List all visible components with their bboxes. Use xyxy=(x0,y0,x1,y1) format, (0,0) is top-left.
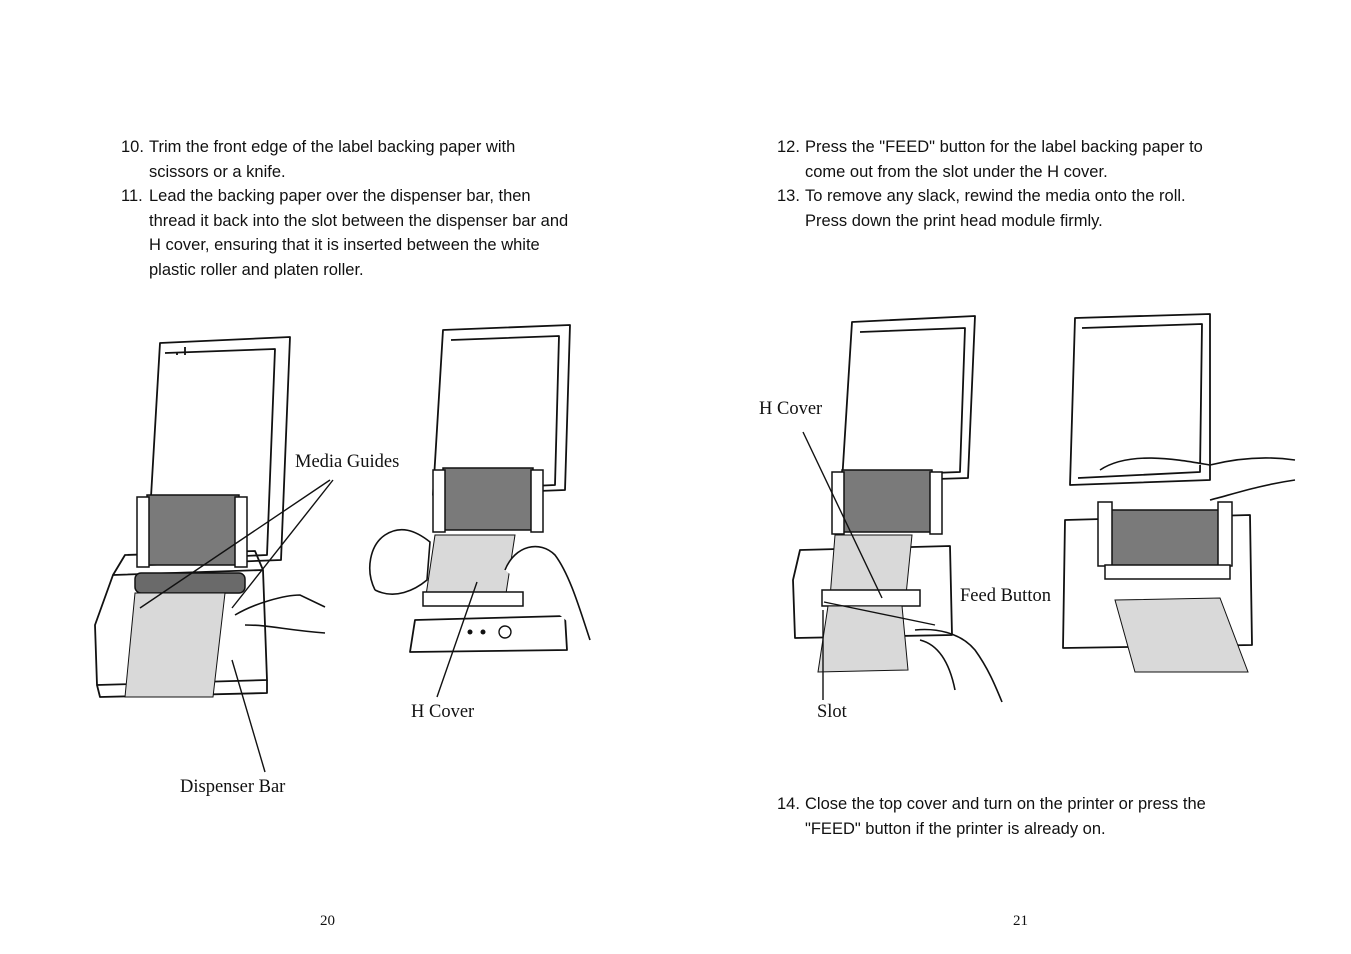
step-line: "FEED" button if the printer is already … xyxy=(805,819,1106,838)
page-number: 20 xyxy=(320,913,335,929)
h-cover-label: H Cover xyxy=(411,702,475,722)
slot-label: Slot xyxy=(817,702,847,722)
step-text: Lead the backing paper over the dispense… xyxy=(149,184,568,282)
page-number: 21 xyxy=(1013,913,1028,929)
step-line: thread it back into the slot between the… xyxy=(149,211,569,230)
printer-rewind-illustration xyxy=(1062,313,1296,673)
step-14: 14. Close the top cover and turn on the … xyxy=(777,792,1206,841)
right-leader-lines xyxy=(802,431,936,700)
h-cover-label: H Cover xyxy=(759,399,823,419)
step-12: 12. Press the "FEED" button for the labe… xyxy=(777,135,1203,184)
step-line: Trim the front edge of the label backing… xyxy=(149,138,516,156)
step-text: To remove any slack, rewind the media on… xyxy=(805,184,1186,233)
step-13: 13. To remove any slack, rewind the medi… xyxy=(777,184,1203,233)
step-text: Press the "FEED" button for the label ba… xyxy=(805,135,1203,184)
step-10: 10. Trim the front edge of the label bac… xyxy=(121,135,568,184)
step-line: scissors or a knife. xyxy=(149,162,286,181)
step-number: 10. xyxy=(121,138,144,156)
step-number: 12. xyxy=(777,138,800,156)
left-instructions: 10. Trim the front edge of the label bac… xyxy=(121,135,568,282)
step-line: H cover, ensuring that it is inserted be… xyxy=(149,236,540,254)
feed-button-label: Feed Button xyxy=(960,586,1051,606)
step-number: 11. xyxy=(121,187,143,205)
step-text: Close the top cover and turn on the prin… xyxy=(805,792,1206,841)
left-leader-lines xyxy=(139,479,478,773)
right-instructions-top: 12. Press the "FEED" button for the labe… xyxy=(777,135,1203,233)
step-line: plastic roller and platen roller. xyxy=(149,260,364,279)
printer-feed-button-illustration xyxy=(792,315,1003,703)
step-line: To remove any slack, rewind the media on… xyxy=(805,187,1186,205)
step-line: Lead the backing paper over the dispense… xyxy=(149,187,531,205)
left-page: 10. Trim the front edge of the label bac… xyxy=(0,0,675,954)
step-number: 14. xyxy=(777,795,800,813)
right-instructions-bottom: 14. Close the top cover and turn on the … xyxy=(777,792,1206,841)
step-number: 13. xyxy=(777,187,800,205)
dispenser-bar-label: Dispenser Bar xyxy=(180,777,286,797)
media-guides-label: Media Guides xyxy=(295,452,400,472)
step-text: Trim the front edge of the label backing… xyxy=(149,135,515,184)
printer-h-cover-illustration xyxy=(369,324,591,653)
right-page: 12. Press the "FEED" button for the labe… xyxy=(675,0,1351,954)
step-line: Press the "FEED" button for the label ba… xyxy=(805,138,1203,156)
step-line: come out from the slot under the H cover… xyxy=(805,162,1108,181)
printer-dispenser-illustration xyxy=(94,336,326,698)
step-11: 11. Lead the backing paper over the disp… xyxy=(121,184,568,282)
step-line: Press down the print head module firmly. xyxy=(805,211,1103,230)
step-line: Close the top cover and turn on the prin… xyxy=(805,795,1206,813)
